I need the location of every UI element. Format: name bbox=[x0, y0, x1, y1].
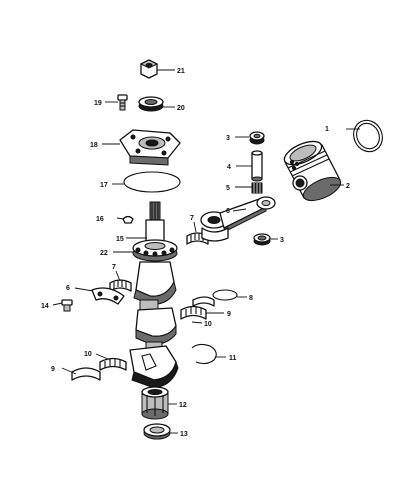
part-needle-bearing-half-left bbox=[71, 367, 101, 381]
callout-4: 4 bbox=[227, 164, 231, 171]
part-needle-cage-mid-right bbox=[180, 305, 207, 320]
callout-8: 8 bbox=[249, 295, 253, 302]
callout-17: 17 bbox=[100, 182, 108, 189]
part-piston-ring bbox=[353, 119, 383, 153]
callout-labels: 1 2 3 4 5 6 3 7 16 15 22 17 18 19 20 21 … bbox=[41, 68, 350, 438]
callout-7-upper: 7 bbox=[190, 215, 194, 222]
part-o-ring bbox=[123, 171, 181, 193]
part-wrist-pin-needle-bearing bbox=[251, 182, 263, 194]
part-wrist-pin bbox=[251, 150, 263, 182]
part-wrist-pin-retainer-upper bbox=[249, 131, 265, 145]
callout-9-left: 9 bbox=[51, 366, 55, 373]
callout-20: 20 bbox=[177, 105, 185, 112]
callout-9-right: 9 bbox=[227, 311, 231, 318]
callout-5: 5 bbox=[226, 185, 230, 192]
callout-2: 2 bbox=[346, 183, 350, 190]
part-nut bbox=[139, 59, 159, 79]
part-cap-screw bbox=[61, 299, 73, 312]
leader-lines bbox=[52, 69, 360, 434]
callout-22: 22 bbox=[100, 250, 108, 257]
callout-18: 18 bbox=[90, 142, 98, 149]
callout-10-right: 10 bbox=[204, 321, 212, 328]
callout-16: 16 bbox=[96, 216, 104, 223]
part-bearing-housing bbox=[119, 129, 181, 166]
part-roller-bearing-lower bbox=[141, 386, 169, 420]
part-screw-top bbox=[117, 94, 128, 111]
part-snap-ring bbox=[191, 343, 217, 365]
callout-3-lower: 3 bbox=[280, 237, 284, 244]
callout-21: 21 bbox=[177, 68, 185, 75]
part-retaining-ring bbox=[212, 289, 238, 301]
part-crankshaft bbox=[129, 201, 179, 389]
callout-14: 14 bbox=[41, 303, 49, 310]
callout-6-rod: 6 bbox=[226, 208, 230, 215]
callout-15: 15 bbox=[116, 236, 124, 243]
part-woodruff-key bbox=[122, 215, 134, 224]
callout-11: 11 bbox=[229, 355, 237, 362]
part-rod-cap-left bbox=[91, 287, 125, 305]
callout-1: 1 bbox=[325, 126, 329, 133]
part-wrist-pin-retainer-lower bbox=[253, 233, 271, 246]
callout-6-cap: 6 bbox=[66, 285, 70, 292]
part-oil-seal-lower bbox=[143, 423, 171, 440]
callout-3-upper: 3 bbox=[226, 135, 230, 142]
callout-12: 12 bbox=[179, 402, 187, 409]
callout-10-left: 10 bbox=[84, 351, 92, 358]
part-needle-cage-lower-left bbox=[99, 357, 127, 371]
part-connecting-rod bbox=[200, 196, 276, 242]
callout-19: 19 bbox=[94, 100, 102, 107]
part-needle-bearing-half-right bbox=[192, 296, 215, 307]
part-needle-cage-left bbox=[109, 279, 132, 292]
callout-7-lower: 7 bbox=[112, 264, 116, 271]
callout-13: 13 bbox=[180, 431, 188, 438]
part-oil-seal-top bbox=[138, 96, 164, 112]
part-piston bbox=[283, 140, 342, 202]
